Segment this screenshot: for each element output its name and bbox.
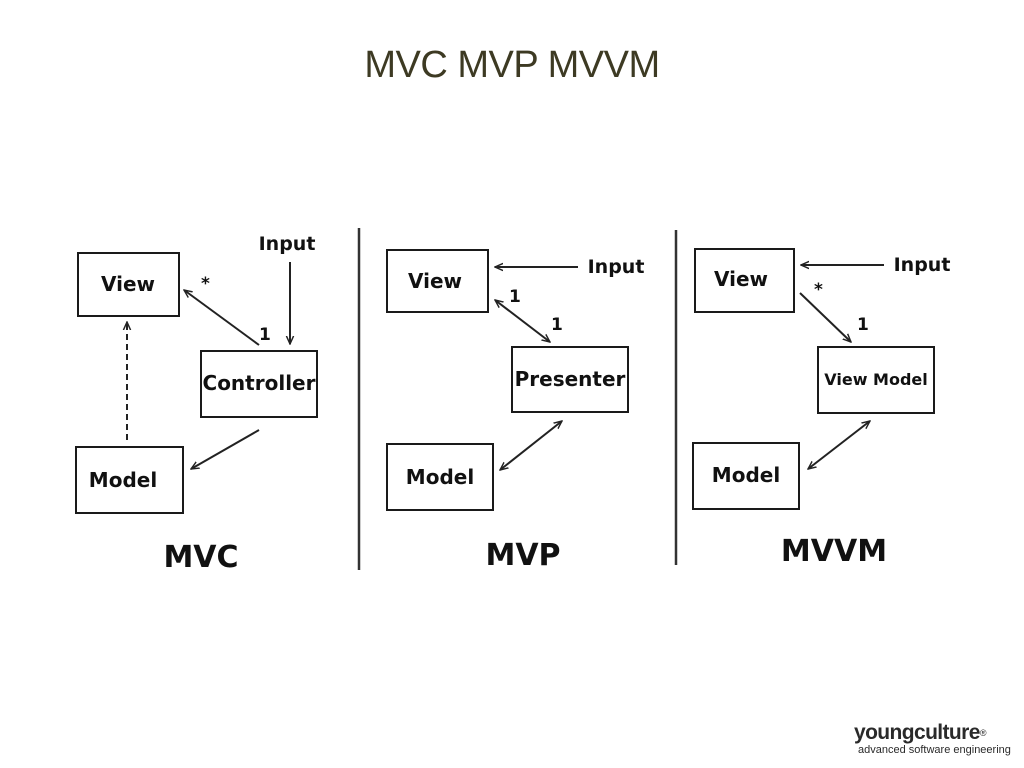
- mvp-model-label: Model: [406, 465, 474, 489]
- mvvm-mult-one: 1: [857, 315, 869, 335]
- logo-tagline: advanced software engineering: [858, 744, 1011, 756]
- mvvm-model-label: Model: [712, 463, 780, 487]
- mvp-presenter-model-arrow: [500, 421, 562, 470]
- mvvm-view-label: View: [714, 267, 768, 291]
- mvc-controller-to-model-arrow: [191, 429, 260, 469]
- mvp-input-label: Input: [588, 256, 645, 278]
- mvp-presenter-label: Presenter: [515, 367, 626, 391]
- mvvm-viewmodel-box: [817, 346, 935, 414]
- mvc-controller-to-view-arrow: [184, 290, 260, 346]
- slide-title: MVC MVP MVVM: [364, 44, 660, 86]
- mvc-diagram: View Controller Model Input * 1 MVC: [75, 233, 318, 575]
- mvp-model-box: [386, 443, 494, 511]
- mvvm-input-label: Input: [894, 254, 951, 276]
- logo-registered-mark: ®: [979, 728, 987, 738]
- mvp-view-box: [386, 249, 489, 313]
- mvvm-view-box: [694, 248, 795, 313]
- mvp-mult-view: 1: [509, 287, 521, 307]
- mvc-mult-one: 1: [259, 325, 271, 345]
- mvc-view-box: [77, 252, 180, 317]
- logo-name: youngculture: [854, 721, 980, 744]
- mvc-input-label: Input: [259, 233, 316, 255]
- mvp-view-label: View: [408, 269, 462, 293]
- mvvm-caption: MVVM: [781, 534, 887, 569]
- mvc-controller-box: [200, 350, 318, 418]
- mvp-caption: MVP: [485, 538, 560, 573]
- mvc-mult-star: *: [201, 274, 210, 294]
- mvp-diagram: View Presenter Model Input 1 1 MVP: [386, 249, 645, 573]
- mvc-model-label: Model: [89, 468, 157, 492]
- mvp-presenter-box: [511, 346, 629, 413]
- mvvm-mult-star: *: [814, 280, 823, 300]
- mvc-view-label: View: [101, 272, 155, 296]
- mvvm-view-to-viewmodel-arrow: [799, 292, 851, 342]
- mvvm-viewmodel-label: View Model: [824, 370, 928, 389]
- mvp-view-presenter-arrow: [495, 300, 550, 342]
- mvvm-diagram: View View Model Model Input * 1 MVVM: [692, 248, 951, 569]
- company-logo: youngculture® advanced software engineer…: [854, 721, 1012, 757]
- mvvm-model-box: [692, 442, 800, 510]
- mvp-mult-presenter: 1: [551, 315, 563, 335]
- mvc-caption: MVC: [163, 540, 238, 575]
- mvc-controller-label: Controller: [203, 371, 316, 395]
- mvc-model-box: [75, 446, 184, 514]
- mvvm-viewmodel-model-arrow: [808, 421, 870, 469]
